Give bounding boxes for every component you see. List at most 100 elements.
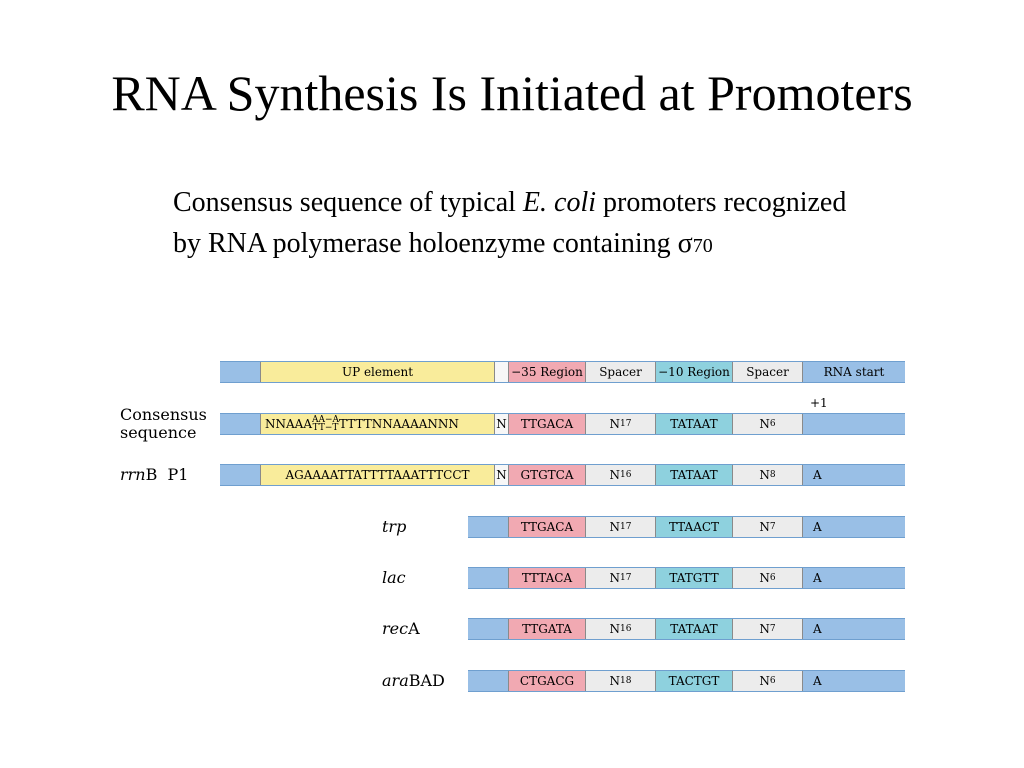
promoter-label-rest: BAD (408, 671, 445, 690)
promoter-label-italic: lac (382, 568, 406, 587)
header-flank (220, 362, 260, 382)
header-n-gap (494, 362, 508, 382)
rrnb-label-rest: B P1 (145, 465, 189, 484)
promoter-spacer-1-sub: 17 (620, 522, 632, 532)
consensus-spacer-2-sub: 6 (769, 419, 776, 429)
promoter-spacer-1-base: N (609, 571, 621, 585)
consensus-label-line1: Consensus (120, 405, 207, 424)
promoter-spacer-2-sub: 7 (769, 624, 776, 634)
header-region-35: −35 Region (508, 362, 585, 382)
sigma-number: 70 (692, 235, 713, 257)
promoter-flank (468, 671, 508, 691)
promoter-spacer-2-sub: 7 (769, 522, 776, 532)
promoter-spacer-2-base: N (759, 571, 770, 585)
promoter-label: trp (382, 518, 406, 536)
plus-one-label: +1 (810, 396, 828, 410)
promoter-label-italic: ara (382, 671, 409, 690)
promoter-spacer-2-sub: 6 (769, 676, 776, 686)
header-spacer-2: Spacer (732, 362, 802, 382)
promoter-spacer-1-base: N (609, 674, 621, 688)
consensus-label: Consensus sequence (120, 406, 207, 442)
header-region-10: −10 Region (655, 362, 732, 382)
consensus-n-box: N (494, 414, 508, 434)
promoter-spacer-1-sub: 16 (620, 624, 632, 634)
rrnb-spacer-2-sub: 8 (769, 470, 776, 480)
promoter-box-10: TATAAT (655, 619, 732, 639)
header-row: UP element −35 Region Spacer −10 Region … (220, 361, 905, 383)
promoter-label-rest: A (408, 619, 420, 638)
consensus-flank (220, 414, 260, 434)
consensus-label-line2: sequence (120, 423, 197, 442)
promoter-box-35: TTTACA (508, 568, 585, 588)
consensus-box-35: TTGACA (508, 414, 585, 434)
promoter-box-10: TTAACT (655, 517, 732, 537)
promoter-spacer-2-sub: 6 (769, 573, 776, 583)
rrnb-box-10: TATAAT (655, 465, 732, 485)
promoter-box-10: TATGTT (655, 568, 732, 588)
slide-title: RNA Synthesis Is Initiated at Promoters (111, 65, 913, 121)
promoter-spacer-1-base: N (609, 622, 621, 636)
promoter-start: A (802, 671, 905, 691)
rrnb-up-sequence: AGAAAATTATTTTAAATTTCCT (260, 465, 494, 485)
promoter-spacer-1-sub: 18 (620, 676, 632, 686)
consensus-spacer-1-base: N (609, 417, 621, 431)
consensus-box-10: TATAAT (655, 414, 732, 434)
promoter-spacer-2-base: N (759, 622, 770, 636)
promoter-start: A (802, 517, 905, 537)
promoter-label: lac (382, 569, 406, 587)
promoter-flank (468, 619, 508, 639)
consensus-up-suffix: TTTTNNAAAANNN (339, 417, 459, 431)
promoter-flank (468, 568, 508, 588)
caption-species: E. coli (522, 187, 597, 218)
header-up-element: UP element (260, 362, 494, 382)
rrnb-label: rrnB P1 (120, 466, 188, 484)
consensus-up-stack-top: AA−A (312, 415, 340, 425)
promoter-box-35: CTGACG (508, 671, 585, 691)
consensus-up-prefix: NNAAA (265, 417, 312, 431)
promoter-box-35: TTGACA (508, 517, 585, 537)
promoter-label-italic: rec (382, 619, 409, 638)
promoter-flank (468, 517, 508, 537)
promoter-label-italic: trp (382, 517, 407, 536)
promoter-spacer-1-base: N (609, 520, 621, 534)
rrnb-box-35: GTGTCA (508, 465, 585, 485)
caption-post: promoters recognized by RNA polymerase h… (173, 187, 847, 259)
rrnb-flank (220, 465, 260, 485)
promoter-label: araBAD (382, 672, 445, 690)
promoter-start: A (802, 568, 905, 588)
consensus-start (802, 414, 905, 434)
promoter-spacer-2-base: N (759, 674, 770, 688)
promoter-label: recA (382, 620, 420, 638)
rrnb-spacer-1-base: N (609, 468, 621, 482)
header-rna-start: RNA start (802, 362, 905, 382)
consensus-up-stack-bottom: TT−T (312, 423, 339, 433)
caption-pre: Consensus sequence of typical (173, 187, 523, 218)
consensus-spacer-2-base: N (759, 417, 770, 431)
promoter-spacer-2-base: N (759, 520, 770, 534)
rrnb-start: A (802, 465, 905, 485)
promoter-start: A (802, 619, 905, 639)
rrnb-spacer-1-sub: 16 (620, 470, 632, 480)
promoter-box-35: TTGATA (508, 619, 585, 639)
promoter-spacer-1-sub: 17 (620, 573, 632, 583)
